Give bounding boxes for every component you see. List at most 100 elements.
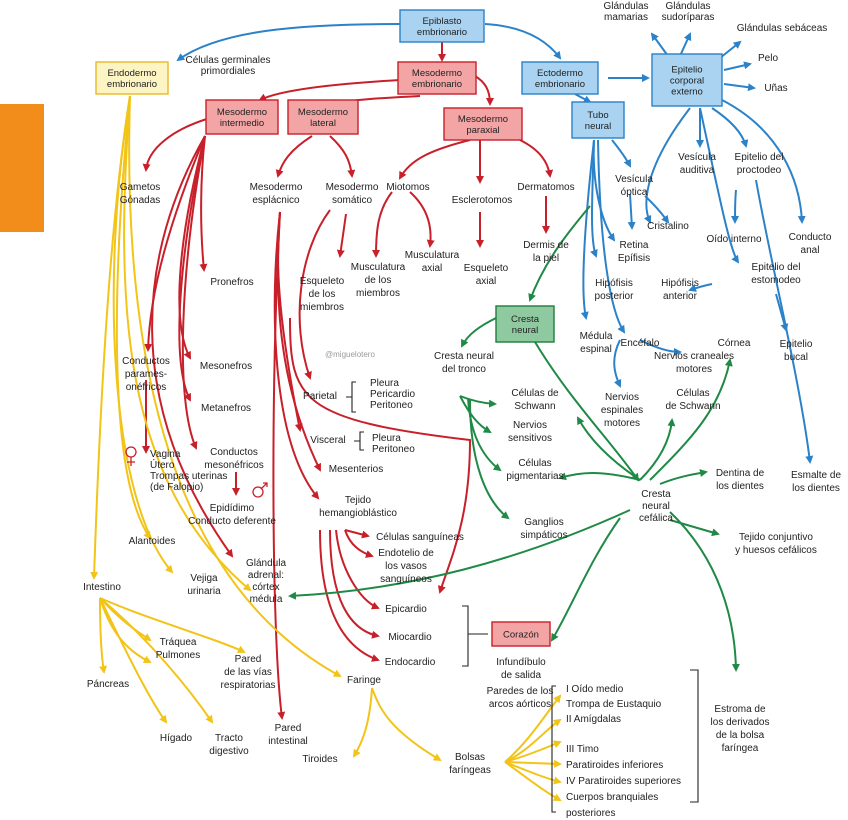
miotomos-label: Miotomos bbox=[386, 182, 429, 193]
female-symbol-icon bbox=[125, 446, 137, 466]
pronefros-label: Pronefros bbox=[210, 277, 253, 288]
miocardio-label: Miocardio bbox=[388, 632, 432, 643]
unas-label: Uñas bbox=[764, 83, 787, 94]
side-color-tab bbox=[0, 104, 44, 232]
brackets bbox=[346, 381, 699, 813]
corazon-box: Corazón bbox=[491, 621, 551, 647]
esclerotomos-label: Esclerotomos bbox=[452, 195, 513, 206]
glandulas-sebaceas-label: Glándulas sebáceas bbox=[737, 23, 828, 34]
alantoides-label: Alantoides bbox=[129, 536, 176, 547]
oido-interno-label: Oído interno bbox=[706, 234, 761, 245]
watermark-text: @miguelotero bbox=[325, 350, 375, 359]
faringe-label: Faringe bbox=[347, 675, 381, 686]
encefalo-label: Encéfalo bbox=[621, 338, 660, 349]
ectoderm-arrows bbox=[176, 23, 814, 464]
corazon-label: Corazón bbox=[503, 630, 539, 641]
epicardio-label: Epicardio bbox=[385, 604, 427, 615]
cristalino-label: Cristalino bbox=[647, 221, 689, 232]
celulas-sanguineas-label: Células sanguíneas bbox=[376, 532, 464, 543]
endocardio-label: Endocardio bbox=[385, 657, 436, 668]
higado-label: Hígado bbox=[160, 733, 193, 744]
neural-crest-arrows bbox=[288, 205, 740, 672]
pelo-label: Pelo bbox=[758, 53, 778, 64]
mesenterios-label: Mesenterios bbox=[329, 464, 383, 475]
male-symbol-icon bbox=[252, 482, 268, 498]
pancreas-label: Páncreas bbox=[87, 679, 129, 690]
dermatomos-label: Dermatomos bbox=[517, 182, 574, 193]
mesoderm-arrows bbox=[142, 42, 554, 720]
endoderm-arrows bbox=[90, 95, 562, 801]
tiroides-label: Tiroides bbox=[302, 754, 337, 765]
intestino-label: Intestino bbox=[83, 582, 121, 593]
metanefros-label: Metanefros bbox=[201, 403, 251, 414]
